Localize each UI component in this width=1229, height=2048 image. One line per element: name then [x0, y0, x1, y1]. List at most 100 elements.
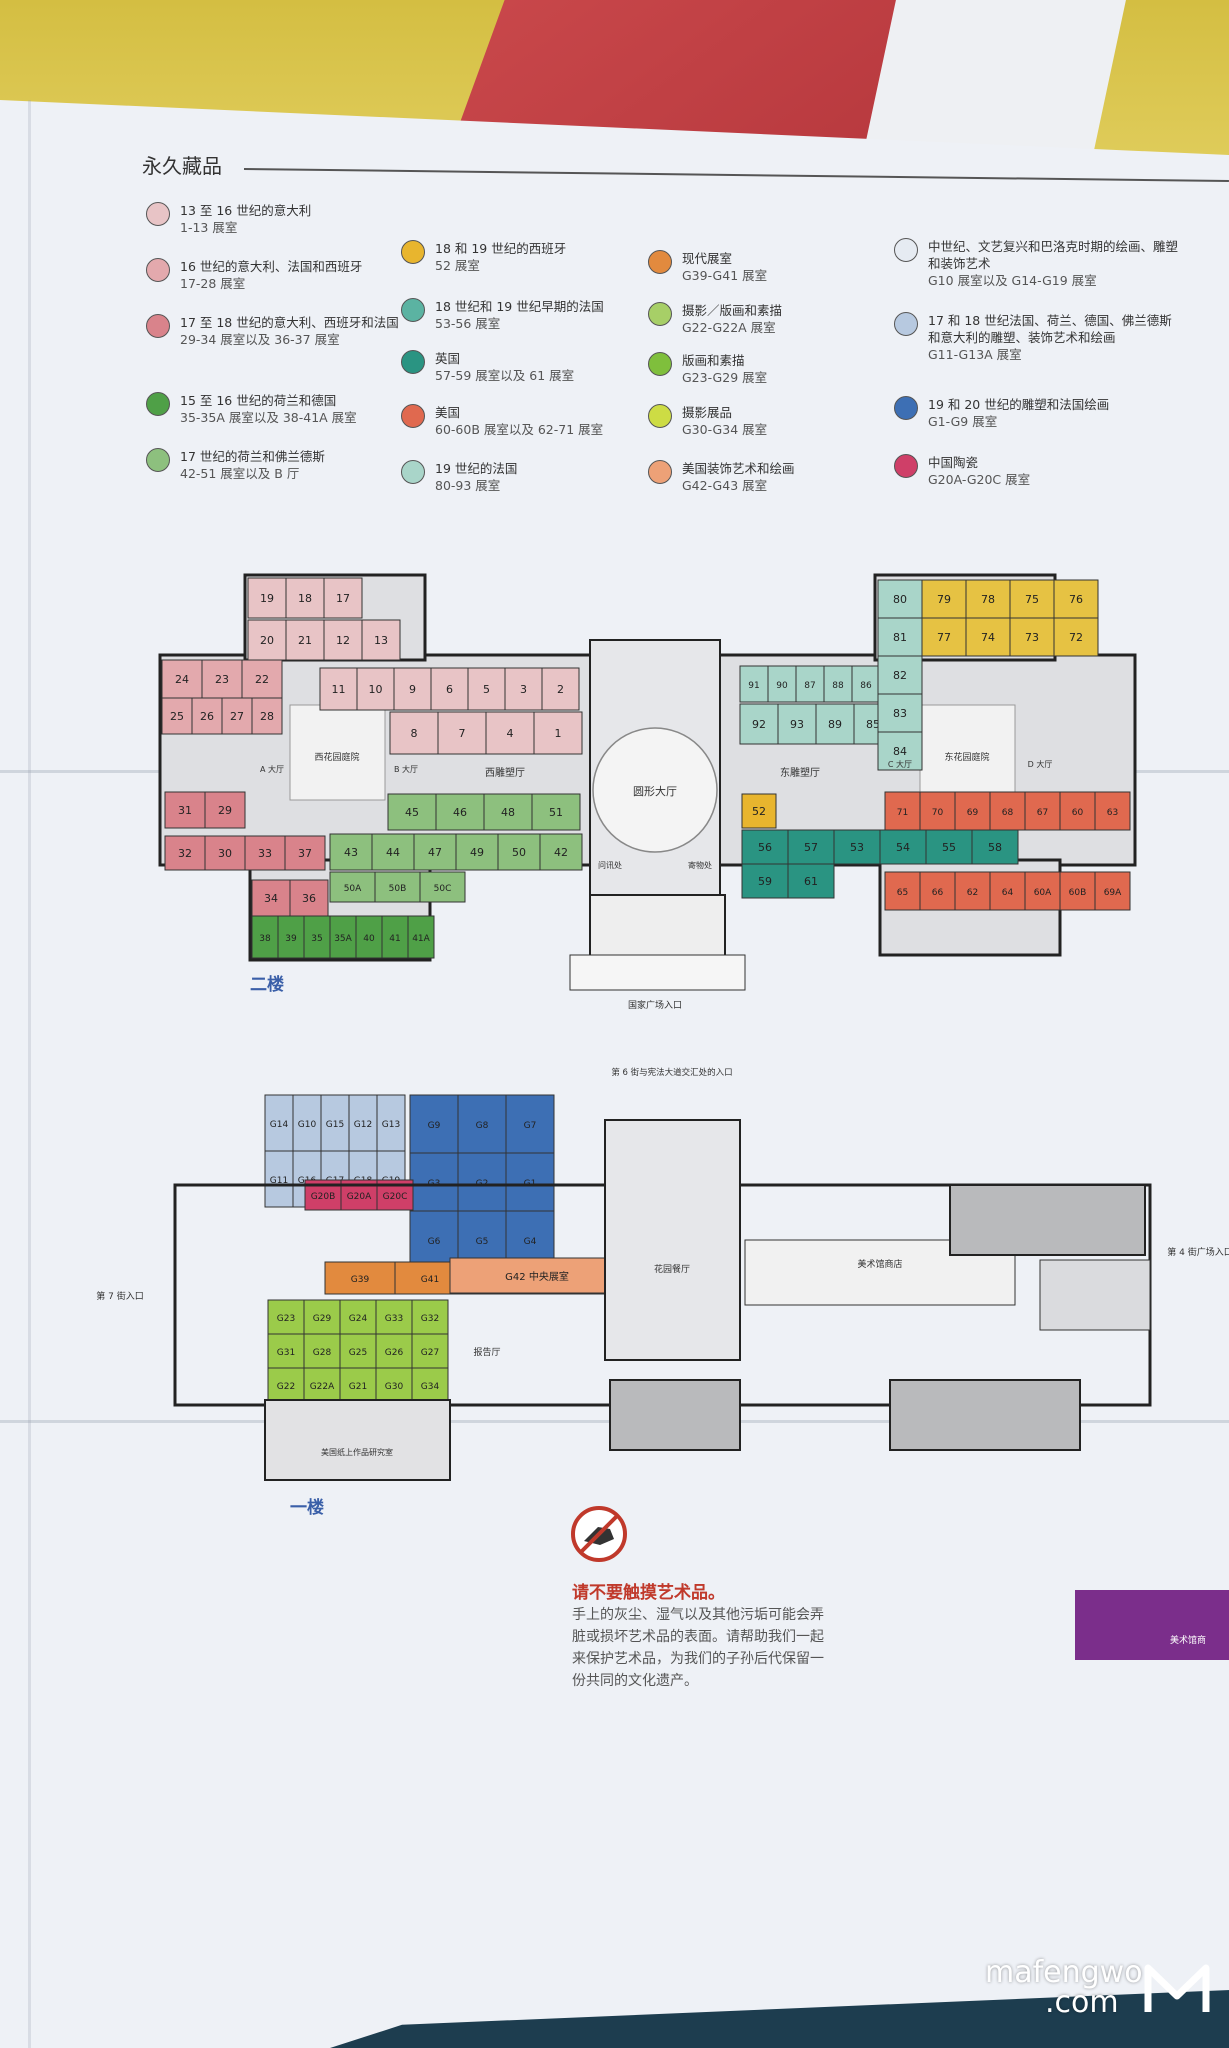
room-number: G29 [313, 1314, 332, 1324]
room-51: 51 [531, 793, 581, 831]
room-46: 46 [435, 793, 485, 831]
room-number: G23 [277, 1314, 295, 1324]
room-number: 49 [470, 846, 484, 859]
room-43: 43 [329, 833, 373, 871]
room-89: 89 [815, 703, 855, 745]
room-number: 21 [298, 634, 312, 647]
lobby-b-label: B 大厅 [394, 764, 418, 774]
room-60: 60 [1059, 791, 1096, 831]
room-number: 27 [230, 710, 244, 723]
legend-title: 摄影展品 [682, 405, 733, 420]
room-number: 24 [175, 673, 189, 686]
legend-title: 18 世纪和 19 世纪早期的法国 [435, 299, 604, 314]
lobby-d-label: D 大厅 [1028, 759, 1053, 769]
room-24: 24 [161, 659, 203, 699]
room-62: 62 [954, 871, 991, 911]
room-number: 50C [434, 884, 452, 894]
room-number: 92 [752, 718, 766, 731]
room-number: 71 [897, 808, 908, 818]
gallery-shop-label: 美术馆商店 [857, 1258, 902, 1270]
room-number: 37 [298, 847, 312, 860]
room-G21: G21 [339, 1367, 377, 1403]
room-number: G13 [382, 1120, 400, 1130]
room-34: 34 [251, 879, 291, 917]
room-G30: G30 [375, 1367, 413, 1403]
6th-street-entrance-label: 第 6 街与宪法大道交汇处的入口 [611, 1067, 732, 1078]
room-35A: 35A [329, 915, 357, 959]
room-number: 82 [893, 669, 907, 682]
room-number: G15 [326, 1120, 344, 1130]
room-G3: G3 [409, 1152, 459, 1212]
room-number: 72 [1069, 631, 1083, 644]
room-number: G6 [428, 1237, 441, 1247]
room-87: 87 [795, 665, 825, 703]
room-number: 79 [937, 593, 951, 606]
room-74: 74 [965, 617, 1011, 657]
legend-swatch [648, 250, 672, 274]
legend-swatch [401, 298, 425, 322]
legend-title: 美国 [435, 405, 461, 420]
checkroom-label: 寄物处 [688, 860, 712, 870]
room-G15: G15 [320, 1094, 350, 1152]
lecture-hall-label: 报告厅 [473, 1346, 500, 1358]
legend-title: 美国装饰艺术和绘画 [682, 461, 795, 476]
room-number: 45 [405, 806, 419, 819]
legend-title: 中国陶瓷 [928, 455, 979, 470]
room-27: 27 [221, 697, 253, 735]
room-28: 28 [251, 697, 283, 735]
legend-rooms: 35-35A 展室以及 38-41A 展室 [180, 410, 357, 425]
room-60B: 60B [1059, 871, 1096, 911]
room-number: 69 [967, 808, 979, 818]
room-1: 1 [533, 711, 583, 755]
legend-swatch [146, 202, 170, 226]
room-G29: G29 [303, 1299, 341, 1335]
room-number: G21 [349, 1382, 367, 1392]
east-corridor-label: 东雕塑厅 [780, 766, 820, 779]
room-47: 47 [413, 833, 457, 871]
legend-rooms: 17-28 展室 [180, 276, 246, 291]
legend-title: 17 世纪的荷兰和佛兰德斯 [180, 449, 325, 464]
mall-entrance-label: 国家广场入口 [628, 999, 682, 1011]
room-25: 25 [161, 697, 193, 735]
room-number: 30 [218, 847, 232, 860]
room-3: 3 [504, 667, 543, 711]
room-63: 63 [1094, 791, 1131, 831]
room-number: 65 [897, 888, 908, 898]
room-number: 83 [893, 707, 907, 720]
room-90: 90 [767, 665, 797, 703]
room-17: 17 [323, 577, 363, 619]
room-number: 18 [298, 592, 312, 605]
room-36: 36 [289, 879, 329, 917]
room-number: 56 [758, 841, 772, 854]
legend-rooms: G23-G29 展室 [682, 370, 768, 385]
legend-title: 13 至 16 世纪的意大利 [180, 203, 312, 218]
watermark-line1: mafengwo [985, 1955, 1143, 1990]
legend-title: 19 和 20 世纪的雕塑和法国绘画 [928, 397, 1110, 412]
room-91: 91 [739, 665, 769, 703]
legend-rooms: G11-G13A 展室 [928, 347, 1022, 362]
room-number: 51 [549, 806, 563, 819]
room-number: 59 [758, 875, 772, 888]
room-G2: G2 [457, 1152, 507, 1212]
upper-floor-label: 二楼 [250, 974, 284, 995]
info-label: 问讯处 [598, 860, 622, 870]
room-number: 60A [1034, 888, 1052, 898]
room-number: 77 [937, 631, 951, 644]
legend-rooms: 60-60B 展室以及 62-71 展室 [435, 422, 604, 437]
room-G22: G22 [267, 1367, 305, 1403]
room-69: 69 [954, 791, 991, 831]
room-number: 46 [453, 806, 467, 819]
room-92: 92 [739, 703, 779, 745]
room-41A: 41A [407, 915, 435, 959]
room-84: 84 [877, 731, 923, 771]
